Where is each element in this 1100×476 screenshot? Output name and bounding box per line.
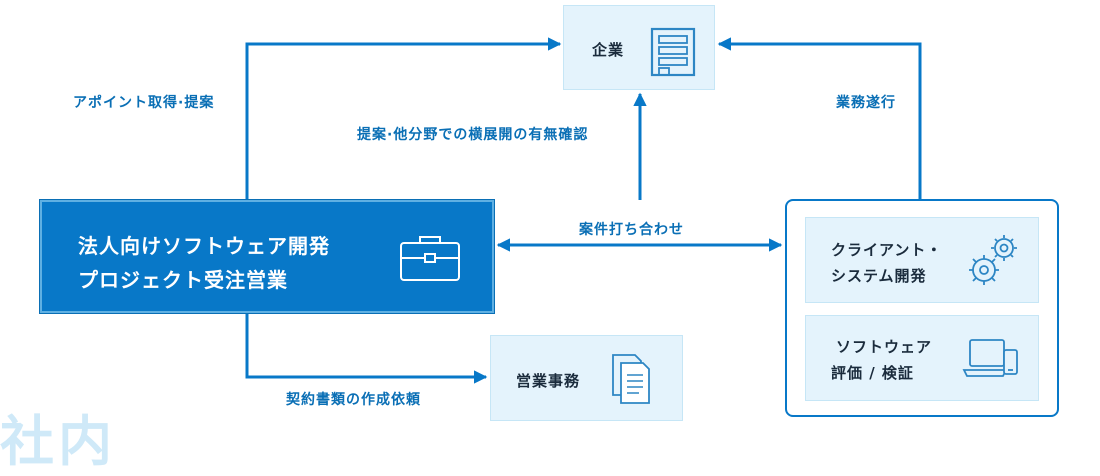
eval-line2: 評価 / 検証 [831, 364, 914, 382]
edge-contract [245, 313, 488, 384]
laptop-phone-icon [962, 336, 1020, 384]
briefcase-icon [398, 233, 462, 287]
watermark-text: 社内 [0, 410, 116, 473]
client-line1: クライアント・ [831, 241, 943, 259]
client-line2: システム開発 [831, 267, 927, 285]
main-title-line2: プロジェクト受注営業 [78, 268, 288, 292]
eval-line1: ソフトウェア [836, 338, 933, 356]
edge-business [717, 37, 922, 199]
documents-icon [611, 353, 651, 409]
edge-label-business: 業務遂行 [836, 95, 896, 111]
development-group: クライアント・ システム開発 ソフトウェア 評価 / 検証 [785, 199, 1059, 417]
building-icon [650, 27, 696, 81]
software-eval-node: ソフトウェア 評価 / 検証 [805, 315, 1039, 401]
edge-label-contract: 契約書類の作成依頼 [286, 392, 421, 408]
company-node: 企業 [563, 5, 715, 90]
office-label: 営業事務 [516, 372, 581, 390]
company-label: 企業 [592, 41, 625, 59]
connector-lines [245, 37, 922, 384]
edge-label-meeting: 案件打ち合わせ [579, 222, 684, 238]
edge-appointment [245, 37, 562, 200]
office-node: 営業事務 [490, 335, 683, 421]
edge-label-appointment: アポイント取得·提案 [73, 95, 215, 111]
main-node: 法人向けソフトウェア開発 プロジェクト受注営業 [40, 200, 494, 313]
edge-label-proposal: 提案·他分野での横展開の有無確認 [357, 127, 589, 143]
gears-icon [966, 232, 1022, 294]
client-dev-node: クライアント・ システム開発 [805, 217, 1039, 303]
main-title-line1: 法人向けソフトウェア開発 [78, 234, 330, 258]
